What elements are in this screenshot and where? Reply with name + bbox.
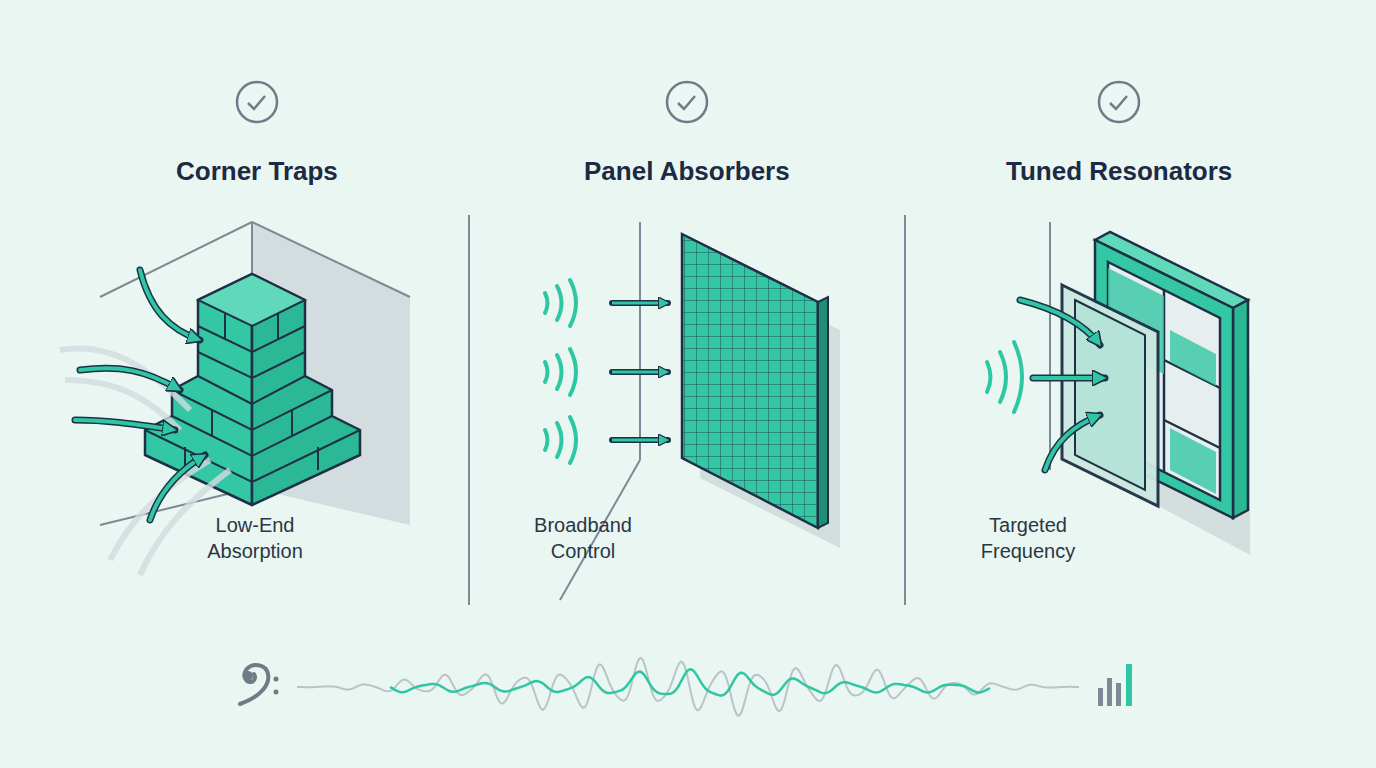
waveform-line	[297, 658, 1079, 716]
section-caption: Targeted Frequency	[968, 512, 1088, 564]
waveform-line	[390, 669, 990, 695]
divider	[469, 215, 905, 605]
check-icon	[237, 82, 1139, 122]
tuned-resonator	[987, 222, 1250, 555]
bass-clef-icon	[240, 665, 279, 704]
bar-chart-icon	[1098, 664, 1132, 706]
section-caption: Low-End Absorption	[190, 512, 320, 564]
section-heading: Tuned Resonators	[1006, 156, 1232, 187]
section-heading: Corner Traps	[176, 156, 338, 187]
corner-trap	[60, 222, 410, 575]
waveform	[297, 658, 1079, 716]
section-heading: Panel Absorbers	[584, 156, 790, 187]
section-caption: Broadband Control	[528, 512, 638, 564]
